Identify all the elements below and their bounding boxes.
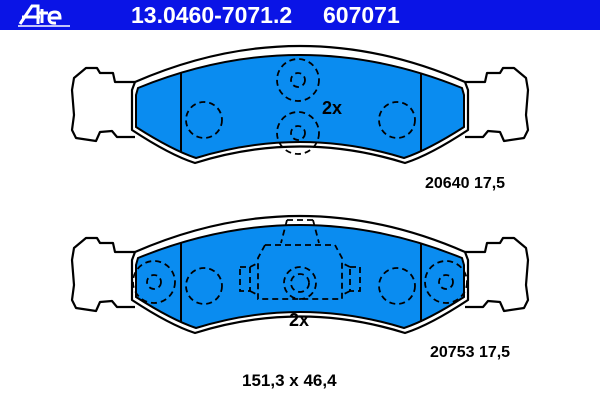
- ate-logo-icon: [18, 4, 70, 27]
- bottom-pad-reference: 20753 17,5: [430, 344, 511, 361]
- part-number: 13.0460-7071.2: [131, 2, 293, 28]
- header-bar: 13.0460-7071.2 607071: [0, 0, 600, 30]
- pad-dimensions: 151,3 x 46,4: [242, 371, 337, 390]
- bottom-pad-quantity: 2x: [289, 310, 310, 330]
- top-pad-reference: 20640 17,5: [425, 175, 506, 192]
- top-pad-quantity: 2x: [322, 98, 343, 118]
- alt-part-number: 607071: [323, 2, 400, 28]
- top-pad: [70, 44, 530, 165]
- bottom-pad: [70, 214, 530, 335]
